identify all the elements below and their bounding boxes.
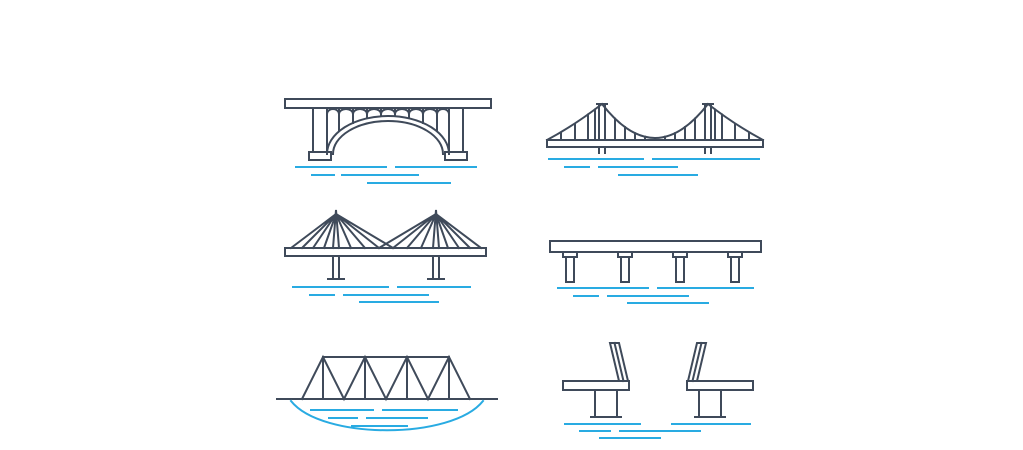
- bascule-bridge-structure: [562, 341, 754, 418]
- arch-bridge-structure: [284, 98, 492, 161]
- cable-stayed-bridge-illustration: [283, 206, 488, 306]
- arch-bridge-illustration: [283, 92, 493, 187]
- bascule-bridge-icon: [562, 341, 754, 439]
- beam-bridge-illustration: [548, 236, 763, 308]
- truss-bridge-icon: [276, 354, 498, 432]
- suspension-bridge-illustration: [545, 96, 765, 181]
- beam-bridge-icon: [549, 240, 762, 304]
- suspension-bridge-structure: [545, 102, 765, 154]
- bascule-bridge-illustration: [553, 337, 763, 442]
- cable-stayed-bridge-icon: [284, 209, 487, 303]
- bascule-bridge-water: [564, 423, 751, 439]
- suspension-bridge-icon: [545, 102, 765, 176]
- truss-bridge-illustration: [276, 350, 498, 440]
- truss-bridge-water: [289, 399, 485, 432]
- arch-bridge-water: [295, 166, 477, 184]
- cable-stayed-bridge-water: [292, 286, 471, 303]
- arch-bridge-icon: [284, 98, 492, 184]
- beam-bridge-water: [557, 287, 754, 304]
- suspension-bridge-water: [548, 158, 760, 176]
- cable-stayed-bridge-structure: [284, 209, 487, 280]
- beam-bridge-structure: [549, 240, 762, 283]
- truss-bridge-structure: [276, 354, 498, 402]
